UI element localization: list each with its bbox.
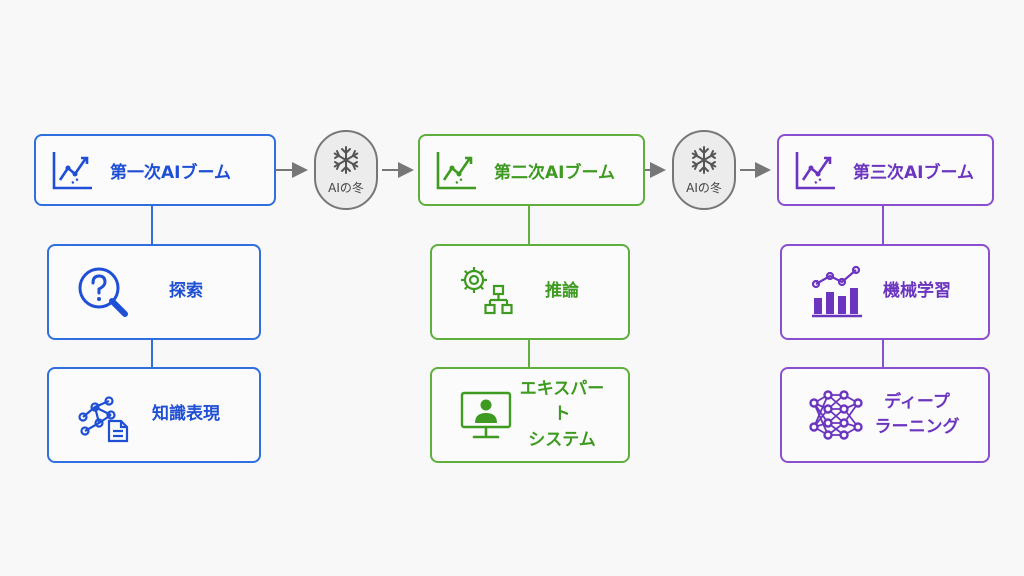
snowflake-icon — [691, 145, 717, 174]
monitor-user-icon — [460, 391, 512, 439]
card-machine-learning: 機械学習 — [780, 244, 990, 340]
trend-chart-icon — [436, 152, 476, 190]
card-label: 機械学習 — [883, 281, 951, 302]
card-deep-learning: ディープ ラーニング — [780, 367, 990, 463]
card-label: 知識表現 — [152, 404, 220, 425]
trend-chart-icon — [52, 152, 92, 190]
connector-line — [528, 340, 530, 368]
gear-flowchart-icon — [461, 267, 513, 315]
bar-trend-icon — [811, 265, 862, 318]
card-expert-system: エキスパート システム — [430, 367, 630, 463]
card-inference: 推論 — [430, 244, 630, 340]
card-search: 探索 — [47, 244, 261, 340]
question-magnifier-icon — [78, 267, 128, 317]
trend-chart-icon — [795, 152, 835, 190]
boom3-header: 第三次AIブーム — [777, 134, 994, 206]
card-label: ディープ ラーニング — [874, 391, 960, 438]
boom3-title: 第三次AIブーム — [853, 162, 974, 183]
card-label: 推論 — [545, 281, 579, 302]
connector-line — [882, 340, 884, 368]
connector-line — [151, 206, 153, 246]
card-label: エキスパート システム — [519, 378, 605, 450]
winter-label: AIの冬 — [328, 180, 364, 195]
connector-line — [151, 340, 153, 368]
card-label: 探索 — [169, 281, 203, 302]
connector-line — [882, 206, 884, 246]
snowflake-icon — [333, 145, 359, 174]
ai-winter-1: AIの冬 — [314, 130, 378, 210]
ai-winter-2: AIの冬 — [672, 130, 736, 210]
knowledge-network-icon — [78, 396, 129, 443]
boom1-header: 第一次AIブーム — [34, 134, 276, 206]
neural-network-icon — [809, 390, 863, 440]
card-knowledge-representation: 知識表現 — [47, 367, 261, 463]
boom1-title: 第一次AIブーム — [110, 162, 231, 183]
boom2-title: 第二次AIブーム — [494, 162, 615, 183]
connector-line — [528, 206, 530, 246]
boom2-header: 第二次AIブーム — [418, 134, 645, 206]
winter-label: AIの冬 — [686, 180, 722, 195]
